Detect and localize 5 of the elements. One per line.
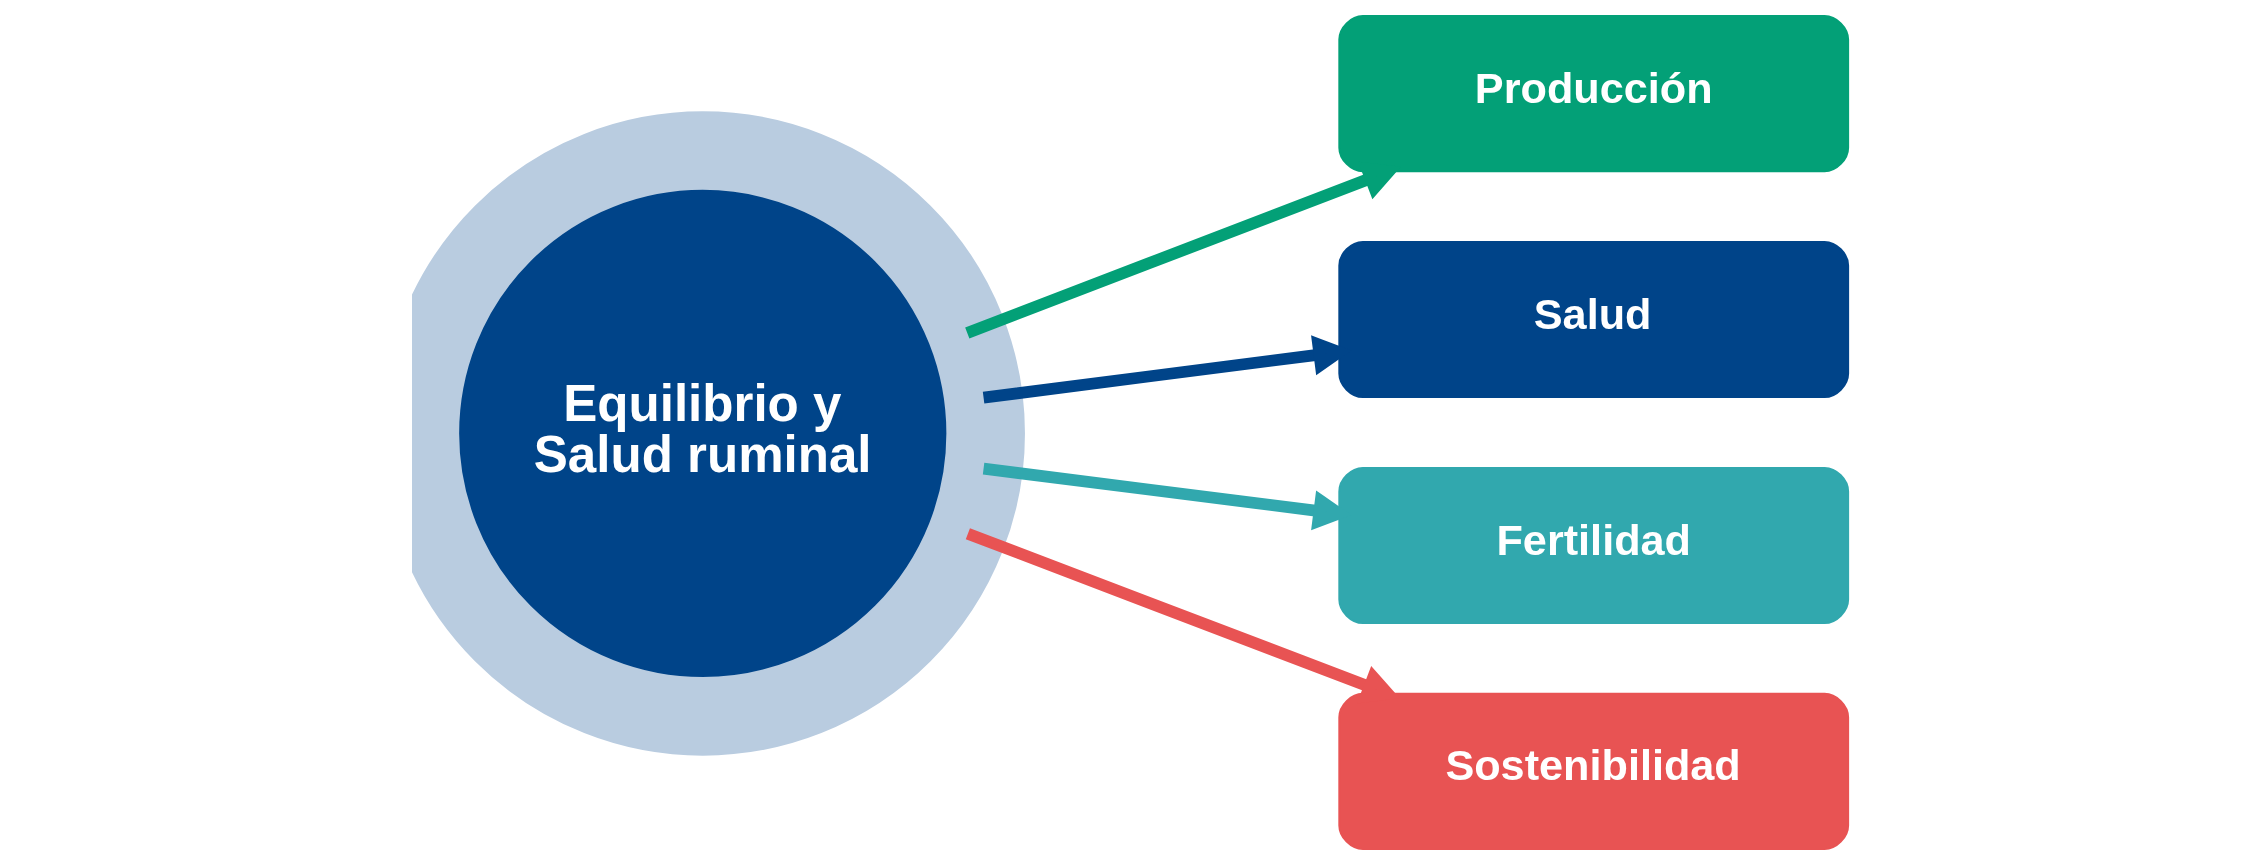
node-box: Fertilidad — [1337, 466, 1849, 625]
node-box: Producción — [1337, 15, 1849, 173]
node-box: Sostenibilidad — [1337, 692, 1849, 850]
node-box: Salud — [1337, 240, 1849, 399]
node-circle: Equilibrio y Salud ruminal — [411, 111, 1025, 756]
